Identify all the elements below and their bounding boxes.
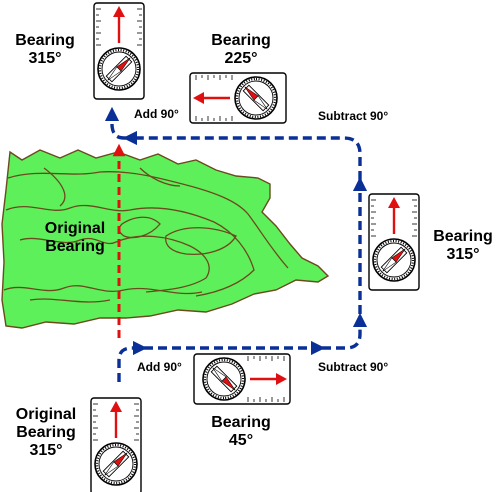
original-bearing-bottom-label: Original Bearing 315°	[15, 406, 77, 459]
bearing-bottom-mid-label: Bearing 45°	[211, 414, 271, 449]
original-bearing-map-label: Original Bearing	[44, 220, 106, 255]
bearing-top-left-label: Bearing 315°	[15, 32, 75, 67]
detour-route	[104, 106, 368, 382]
compass-icon	[89, 396, 143, 492]
bearing-right-label: Bearing 315°	[433, 228, 493, 263]
subtract-90-top-label: Subtract 90°	[318, 109, 389, 123]
add-90-top-label: Add 90°	[134, 107, 179, 121]
compass-icon	[192, 352, 292, 406]
route-arrow-leg1	[117, 340, 148, 382]
route-arrow-leg6	[104, 106, 126, 140]
compass-icon	[188, 71, 288, 125]
compass-icon	[92, 1, 146, 101]
bearing-top-mid-label: Bearing 225°	[211, 32, 271, 67]
route-arrow-leg3	[322, 312, 368, 350]
compass-icon	[367, 192, 421, 292]
add-90-bottom-label: Add 90°	[137, 360, 182, 374]
subtract-90-bottom-label: Subtract 90°	[318, 360, 389, 374]
terrain-area	[1, 149, 330, 329]
terrain-map	[1, 149, 330, 329]
